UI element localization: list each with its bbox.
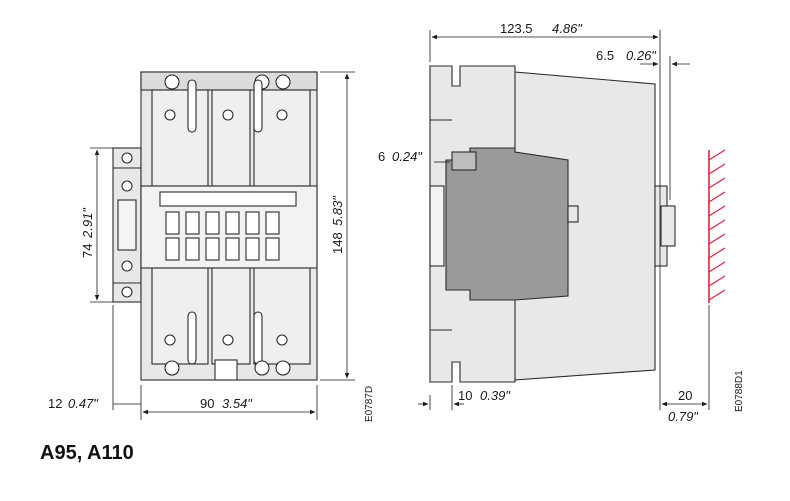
- dark-coil-block: [445, 147, 569, 301]
- depth-in: 4.86": [552, 21, 583, 36]
- clearance-in: 0.79": [668, 409, 699, 424]
- front-drawing-code: E0787D: [364, 386, 375, 422]
- clip-mm: 6: [378, 149, 385, 164]
- screw-icon: [121, 180, 133, 192]
- width-in: 3.54": [222, 396, 253, 411]
- clearance-mm: 20: [678, 388, 692, 403]
- terminal-screw-icon: [275, 360, 291, 376]
- side-dimensions: [418, 30, 710, 410]
- screw-icon: [121, 260, 133, 272]
- base-in: 0.39": [480, 388, 511, 403]
- aux-width-mm: 12: [48, 396, 62, 411]
- aux-height-in: 2.91": [80, 207, 95, 239]
- terminal-screw-icon: [164, 74, 180, 90]
- terminal-screw-icon: [254, 360, 270, 376]
- height-mm: 148: [330, 232, 345, 254]
- clip-in: 0.24": [392, 149, 423, 164]
- width-mm: 90: [200, 396, 214, 411]
- base-mm: 10: [458, 388, 472, 403]
- front-dimensions: [90, 71, 355, 420]
- figure-caption: A95, A110: [40, 442, 134, 464]
- rail-offset-mm: 6.5: [596, 48, 614, 63]
- rail-offset-in: 0.26": [626, 48, 657, 63]
- front-view: [112, 71, 318, 381]
- side-drawing-code: E0788D1: [734, 370, 745, 412]
- aux-height-mm: 74: [80, 244, 95, 258]
- depth-mm: 123.5: [500, 21, 533, 36]
- height-in: 5.83": [330, 195, 345, 226]
- terminal-screw-icon: [275, 74, 291, 90]
- side-view: [429, 65, 676, 383]
- aux-width-in: 0.47": [68, 396, 99, 411]
- screw-icon: [121, 286, 133, 298]
- mounting-wall: [708, 149, 726, 303]
- screw-icon: [121, 152, 133, 164]
- terminal-screw-icon: [164, 360, 180, 376]
